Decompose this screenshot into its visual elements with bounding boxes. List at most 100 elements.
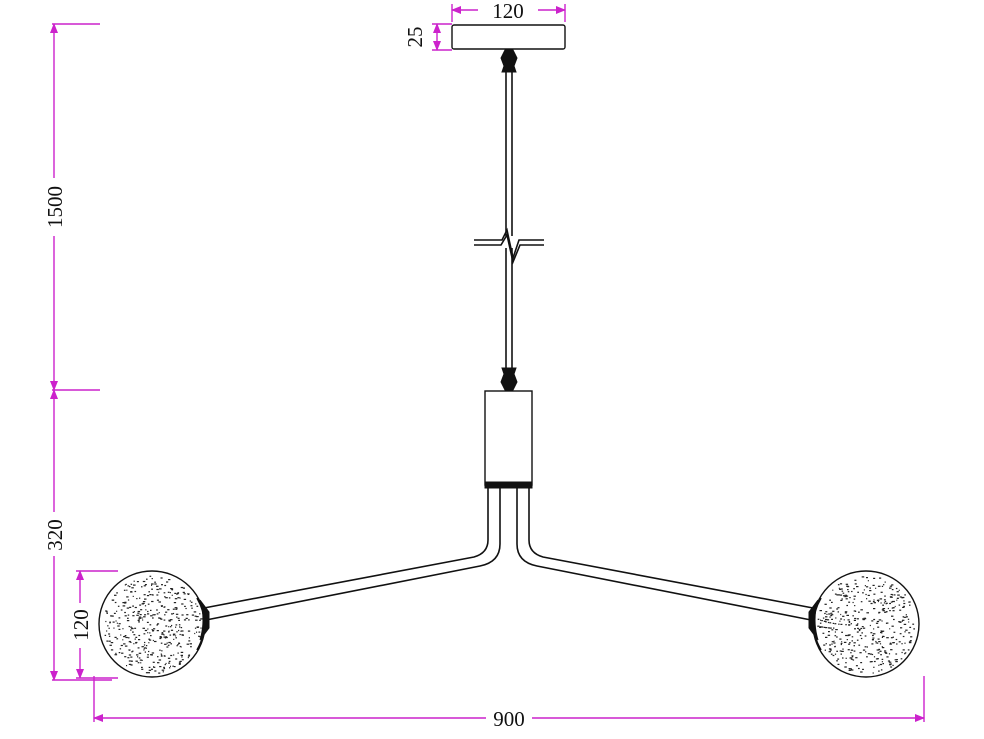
globe-speckle [130, 583, 133, 585]
globe-speckle [836, 636, 838, 638]
globe-speckle [196, 616, 199, 618]
globe-speckle [168, 660, 171, 662]
globe-speckle [169, 634, 172, 636]
globe-speckle [115, 620, 117, 622]
globe-speckle [865, 593, 867, 596]
globe-speckle [890, 601, 893, 603]
globe-speckle [131, 587, 134, 589]
ceiling-canopy [451, 24, 566, 50]
globe-speckle [130, 591, 133, 593]
globe-speckle [903, 602, 906, 605]
globe-speckle [152, 661, 155, 663]
globe-speckle [149, 632, 151, 634]
globe-speckle [823, 644, 826, 646]
globe-speckle [116, 592, 118, 594]
globe-speckle [909, 640, 912, 642]
globe-speckle [138, 639, 141, 641]
globe-speckle [118, 628, 121, 630]
globe-speckle [823, 620, 825, 622]
globe-speckle [889, 664, 892, 666]
globe-speckle [176, 645, 178, 647]
globe-speckle [123, 636, 126, 638]
globe-speckle [191, 607, 193, 609]
globe-speckle [130, 656, 133, 658]
globe-speckle [839, 588, 842, 590]
globe-speckle [120, 609, 123, 611]
globe-speckle [836, 594, 839, 596]
globe-speckle [860, 662, 863, 664]
globe-speckle [910, 636, 913, 638]
globe-speckle [887, 660, 890, 662]
globe-speckle [199, 636, 201, 638]
globe-speckle [149, 639, 152, 641]
globe-speckle [850, 658, 853, 660]
globe-speckle [165, 611, 168, 613]
globe-speckle [879, 650, 882, 652]
globe-speckle [892, 610, 895, 612]
globe-speckle [834, 653, 837, 655]
globe-speckle [819, 610, 822, 612]
globe-speckle [165, 636, 168, 638]
globe-speckle [168, 631, 170, 633]
globe-speckle [172, 665, 174, 667]
globe-speckle [147, 672, 150, 674]
globe-speckle [829, 599, 831, 601]
globe-speckle [862, 618, 865, 620]
globe-speckle [838, 587, 840, 589]
globe-speckle [872, 584, 875, 586]
globe-speckle [161, 669, 165, 671]
globe-speckle [161, 632, 164, 634]
globe-speckle [906, 616, 908, 618]
globe-speckle [107, 625, 109, 627]
globe-speckle [873, 608, 876, 610]
globe-speckle [883, 635, 885, 638]
globe-speckle [163, 606, 166, 608]
globe-speckle [177, 652, 179, 654]
globe-speckle [189, 643, 192, 645]
globe-speckle [157, 623, 160, 625]
globe-speckle [842, 592, 845, 594]
globe-speckle [148, 669, 152, 671]
globe-speckle [126, 620, 130, 622]
globe-speckle [141, 668, 144, 670]
globe-speckle [888, 661, 892, 663]
globe-speckle [881, 620, 883, 622]
globe-speckle [905, 614, 907, 616]
globe-speckle [158, 612, 160, 614]
globe-speckle [106, 612, 108, 614]
globe-speckle [160, 642, 163, 644]
globe-speckle [857, 627, 859, 629]
globe-speckle [869, 661, 872, 663]
globe-speckle [141, 603, 144, 605]
globe-speckle [187, 630, 191, 632]
globe-speckle [130, 641, 132, 643]
globe-speckle [821, 626, 824, 628]
globe-speckle [854, 583, 857, 585]
globe-speckle [866, 646, 868, 648]
globe-speckle [887, 607, 889, 610]
globe-speckle [835, 629, 838, 631]
globe-speckle [134, 606, 137, 609]
lamp-arms [203, 488, 814, 621]
globe-speckle [159, 588, 162, 590]
body-height-label: 320 [43, 519, 67, 551]
globe-speckle [837, 607, 840, 609]
globe-speckle [183, 593, 186, 595]
globe-speckle [164, 614, 166, 616]
globe-speckle [171, 624, 173, 627]
globe-speckle [855, 610, 857, 612]
globe-speckle [879, 577, 882, 579]
globe-speckle [826, 619, 830, 621]
globe-speckle [131, 660, 133, 662]
globe-speckle [908, 641, 911, 643]
globe-speckle [143, 633, 146, 635]
globe-speckle [890, 593, 893, 596]
globe-speckle [131, 627, 133, 629]
globe-speckle [907, 649, 910, 651]
globe-speckle [175, 613, 179, 615]
globe-speckle [884, 595, 886, 597]
globe-speckle [188, 640, 191, 642]
globe-speckle [142, 619, 144, 621]
globe-speckle [845, 598, 848, 600]
globe-speckle [194, 632, 196, 635]
